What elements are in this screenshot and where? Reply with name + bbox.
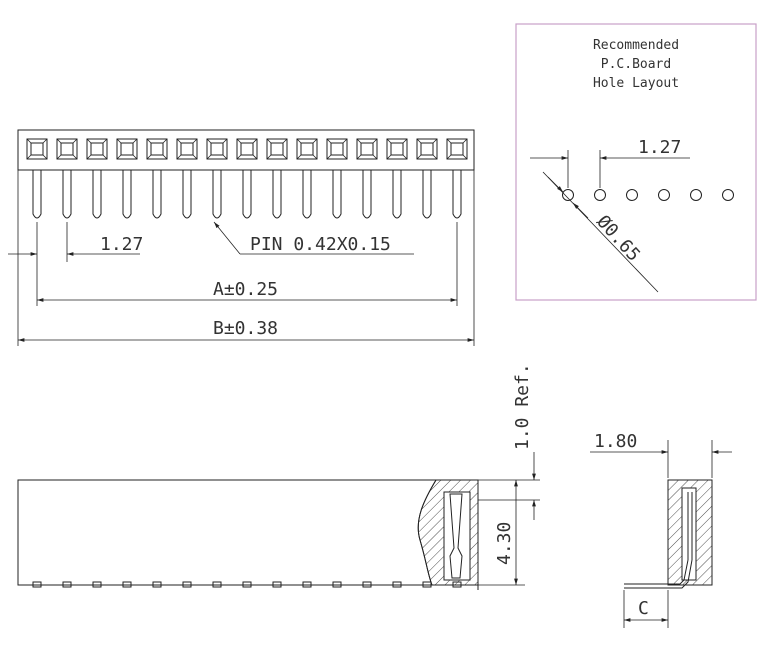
pin-label: PIN 0.42X0.15 xyxy=(250,234,391,255)
dim-a: A±0.25 xyxy=(36,222,458,306)
pcb-holes xyxy=(562,189,734,201)
pin xyxy=(272,170,282,219)
foot-pad xyxy=(32,581,42,588)
pin-cell xyxy=(116,138,138,160)
foot-pad xyxy=(392,581,402,588)
pcb-hole xyxy=(594,189,606,201)
dim-b: B±0.38 xyxy=(17,170,475,346)
pin-cell xyxy=(26,138,48,160)
pcb-hole xyxy=(722,189,734,201)
foot-pad xyxy=(212,581,222,588)
pcb-title-1: Recommended xyxy=(593,38,679,53)
foot-pad xyxy=(152,581,162,588)
pin xyxy=(392,170,402,219)
pcb-layout-box: Recommended P.C.Board Hole Layout 1.27 Ø… xyxy=(515,23,757,301)
pcb-hole xyxy=(626,189,638,201)
pin xyxy=(122,170,132,219)
foot-pad xyxy=(272,581,282,588)
pin-cell xyxy=(296,138,318,160)
dim-a-label: A±0.25 xyxy=(213,279,278,300)
foot-pads xyxy=(32,581,462,588)
top-view: 1.27 PIN 0.42X0.15 A±0.25 B±0.38 xyxy=(8,129,475,346)
pin-cell xyxy=(146,138,168,160)
pcb-title-3: Hole Layout xyxy=(593,76,679,91)
pin-cell xyxy=(266,138,288,160)
pin-cell xyxy=(386,138,408,160)
dim-b-label: B±0.38 xyxy=(213,318,278,339)
pcb-pitch-label: 1.27 xyxy=(638,137,681,158)
foot-pad xyxy=(242,581,252,588)
pin xyxy=(242,170,252,219)
pin-cell xyxy=(236,138,258,160)
side-c-label: C xyxy=(638,598,649,619)
foot-pad xyxy=(302,581,312,588)
side-width-label: 1.80 xyxy=(594,431,637,452)
pin xyxy=(302,170,312,219)
pin-cells xyxy=(26,138,468,160)
foot-pad xyxy=(182,581,192,588)
pcb-layout-border xyxy=(515,23,757,301)
pin xyxy=(452,170,462,219)
pin-cell xyxy=(416,138,438,160)
pin-cell xyxy=(356,138,378,160)
side-view: 1.80 C xyxy=(590,431,732,628)
pcb-hole-label: Ø0.65 xyxy=(592,211,644,265)
pin-leader: PIN 0.42X0.15 xyxy=(213,221,414,255)
height-label: 4.30 xyxy=(494,522,515,565)
pin-cell xyxy=(56,138,78,160)
foot-pad xyxy=(92,581,102,588)
foot-pad xyxy=(62,581,72,588)
pin xyxy=(182,170,192,219)
foot-pad xyxy=(362,581,372,588)
pin-cell xyxy=(176,138,198,160)
pcb-title-2: P.C.Board xyxy=(601,57,671,72)
front-view: 1.0 Ref. 4.30 xyxy=(17,363,540,590)
pin xyxy=(62,170,72,219)
pcb-hole xyxy=(690,189,702,201)
pins xyxy=(32,170,462,219)
pin xyxy=(152,170,162,219)
pin xyxy=(332,170,342,219)
pcb-hole xyxy=(658,189,670,201)
height-ref-label: 1.0 Ref. xyxy=(512,363,533,450)
pin-cell xyxy=(86,138,108,160)
foot-pad xyxy=(332,581,342,588)
pin xyxy=(32,170,42,219)
header-body-top xyxy=(17,129,475,171)
foot-pad xyxy=(452,581,462,588)
pin-cell xyxy=(446,138,468,160)
pin xyxy=(92,170,102,219)
pin xyxy=(212,170,222,219)
pin xyxy=(362,170,372,219)
pin xyxy=(422,170,432,219)
pitch-dimension: 1.27 xyxy=(8,222,143,262)
foot-pad xyxy=(422,581,432,588)
height-dimension: 1.0 Ref. 4.30 xyxy=(478,363,540,586)
pcb-hole xyxy=(562,189,574,201)
foot-pad xyxy=(122,581,132,588)
pitch-label: 1.27 xyxy=(100,234,143,255)
pin-cell xyxy=(206,138,228,160)
pin-cell xyxy=(326,138,348,160)
